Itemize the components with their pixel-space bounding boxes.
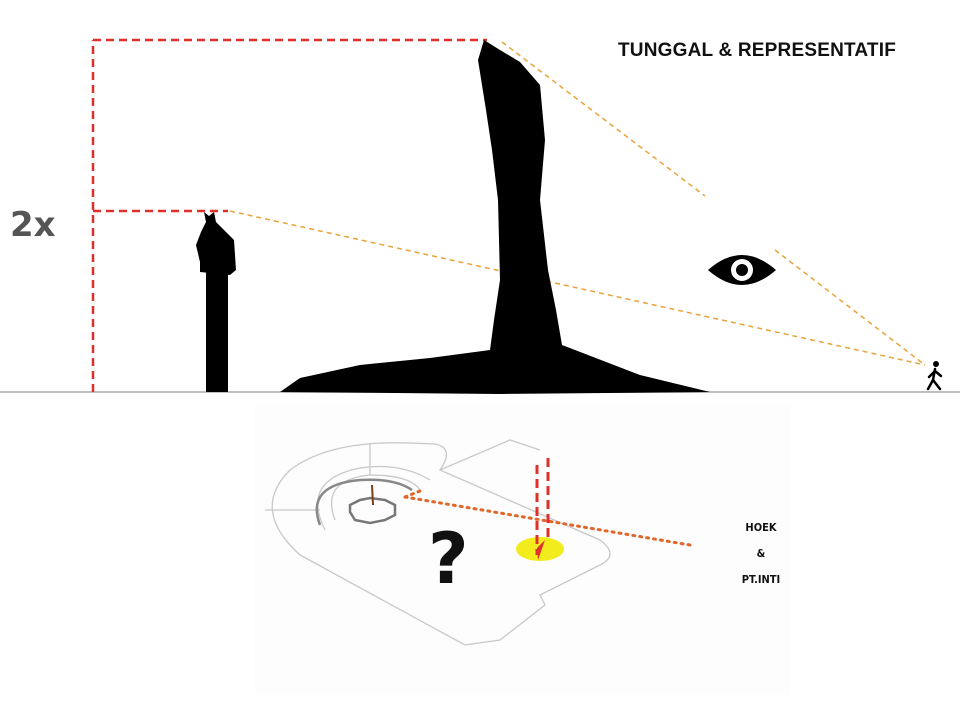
sight-lines <box>229 41 926 366</box>
height-guides <box>91 38 487 392</box>
diagram-title: TUNGGAL & REPRESENTATIF <box>618 40 896 61</box>
hoek-label-line2: & <box>756 547 766 560</box>
pedestrian-icon <box>926 361 943 391</box>
column-statue-silhouette <box>196 212 236 392</box>
hoek-label: HOEK & PT.INTI <box>735 515 787 593</box>
eye-icon <box>708 255 776 285</box>
site-plan-image <box>255 405 790 695</box>
scale-label: 2x <box>10 205 56 245</box>
hoek-label-line3: PT.INTI <box>741 573 781 586</box>
sculpture-silhouette <box>280 40 710 394</box>
plan-sightline <box>403 495 692 547</box>
hoek-label-line1: HOEK <box>745 521 777 534</box>
question-mark: ? <box>428 518 469 600</box>
